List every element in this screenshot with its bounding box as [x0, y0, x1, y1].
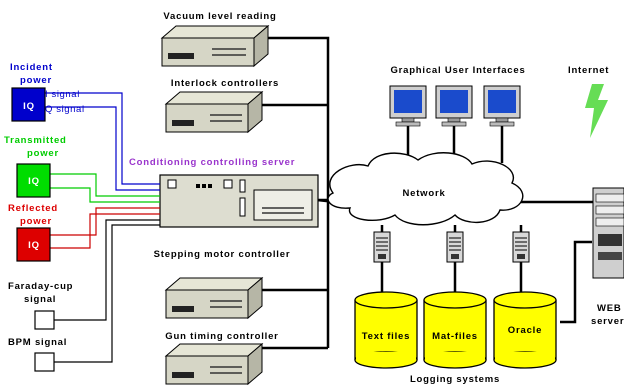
logging-tower-3 [512, 231, 530, 263]
transmitted-label-2: power [27, 148, 59, 159]
incident-wires [44, 92, 160, 191]
mat-files-label: Mat-files [432, 331, 478, 342]
internet-label: Internet [568, 65, 609, 76]
device-gun-timing [164, 342, 264, 386]
conditioning-label: Conditioning controlling server [129, 157, 295, 168]
transmitted-wires [50, 173, 160, 203]
i-signal-label: I signal [45, 89, 80, 100]
faraday-bpm-wires [54, 219, 160, 363]
monitor-screen [440, 90, 468, 113]
storage-oracle: Oracle [493, 291, 557, 369]
lightning-icon [585, 84, 608, 138]
network-cloud: Network [327, 152, 524, 226]
gui-label: Graphical User Interfaces [390, 65, 525, 76]
q-signal-label: Q signal [45, 104, 85, 115]
vacuum-label: Vacuum level reading [163, 11, 276, 22]
faraday-label-2: signal [24, 294, 56, 305]
device-interlock [164, 90, 264, 134]
faraday-label-1: Faraday-cup [8, 281, 73, 292]
gui-monitor-1 [389, 85, 427, 127]
faraday-cup-box [34, 310, 55, 330]
reflected-iq-label: IQ [28, 240, 40, 251]
web-server: WEB server [591, 187, 624, 327]
transmitted-label-1: Transmitted [4, 135, 67, 146]
web-server-label-1: WEB [597, 303, 622, 314]
oracle-label: Oracle [508, 325, 542, 336]
transmitted-iq-box: IQ [16, 163, 51, 198]
gui-monitor-2 [435, 85, 473, 127]
incident-label-1: Incident [10, 62, 53, 73]
reflected-label-1: Reflected [8, 203, 58, 214]
device-stepping [164, 276, 264, 320]
gun-timing-label: Gun timing controller [165, 331, 278, 342]
interlock-label: Interlock controllers [171, 78, 279, 89]
device-vacuum [160, 24, 270, 68]
logging-label: Logging systems [410, 374, 500, 385]
device-conditioning-server [159, 174, 319, 228]
network-label: Network [402, 188, 445, 199]
logging-tower-2 [446, 231, 464, 263]
storage-text-files: Text files [354, 291, 418, 369]
bpm-box [34, 352, 55, 372]
incident-iq-box: IQ [11, 87, 46, 122]
monitor-screen [488, 90, 516, 113]
stepping-label: Stepping motor controller [154, 249, 291, 260]
reflected-iq-box: IQ [16, 227, 51, 262]
incident-iq-label: IQ [23, 101, 35, 112]
reflected-wires [50, 207, 160, 249]
incident-label-2: power [20, 75, 52, 86]
logging-tower-1 [373, 231, 391, 263]
text-files-label: Text files [362, 331, 410, 342]
gui-monitor-3 [483, 85, 521, 127]
transmitted-iq-label: IQ [28, 176, 40, 187]
reflected-label-2: power [20, 216, 52, 227]
bpm-label: BPM signal [8, 337, 67, 348]
web-server-label-2: server [591, 316, 624, 327]
monitor-screen [394, 90, 422, 113]
storage-mat-files: Mat-files [423, 291, 487, 369]
